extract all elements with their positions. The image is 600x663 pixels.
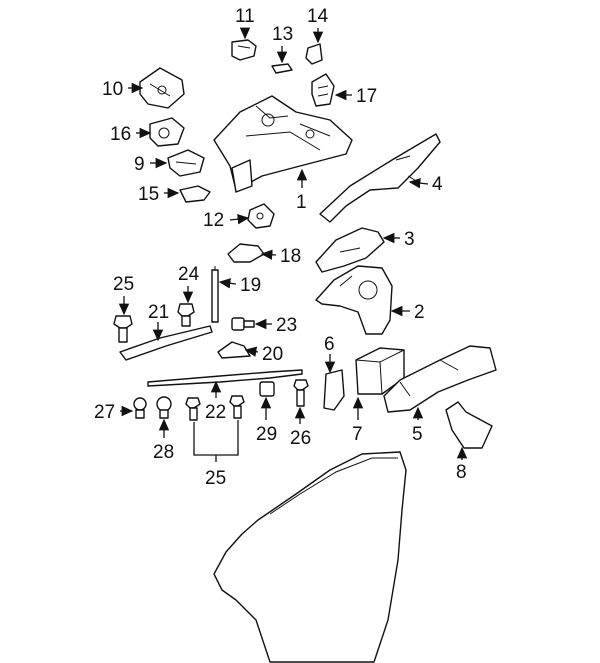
part-15-bracket: [179, 185, 211, 203]
callout-22: 22: [205, 402, 226, 423]
callout-7: 7: [352, 424, 363, 445]
fender-outline: [213, 451, 407, 663]
part-5-lower-rail: [383, 345, 497, 413]
part-7-crash-box: [355, 347, 405, 395]
callout-8: 8: [456, 462, 467, 483]
part-27-bolt: [133, 397, 147, 419]
callout-25-bottom: 25: [205, 468, 226, 489]
callout-2: 2: [414, 302, 425, 323]
part-29-clip: [259, 381, 275, 397]
callout-11: 11: [235, 6, 255, 27]
part-11-bracket: [231, 39, 257, 61]
callout-27: 27: [94, 402, 115, 423]
part-28-nut: [156, 396, 172, 419]
part-19-rod: [211, 266, 219, 323]
callout-12: 12: [203, 210, 224, 231]
part-14-clip: [305, 43, 323, 65]
part-8-extension: [445, 401, 493, 449]
callout-20: 20: [262, 344, 283, 365]
part-2-wheelhouse: [315, 265, 393, 335]
part-16-bracket: [149, 117, 185, 147]
callout-10: 10: [102, 79, 123, 100]
callout-4: 4: [432, 174, 443, 195]
callout-23: 23: [276, 315, 297, 336]
callout-1: 1: [296, 192, 307, 213]
callout-16: 16: [110, 124, 131, 145]
leader-lines: [118, 27, 468, 462]
callout-25-top: 25: [113, 274, 134, 295]
part-6-bracket: [323, 369, 345, 411]
part-25-bolt-mid: [185, 397, 201, 421]
part-17-bracket: [311, 73, 335, 107]
part-10-plate: [139, 67, 185, 109]
part-20-bracket: [217, 341, 251, 359]
part-25-bolt-right: [229, 395, 245, 419]
callout-labels: 11 13 14 17 10 16 9 15 12 1 4 3 2 6 7 5 …: [94, 6, 467, 489]
callout-29: 29: [256, 424, 277, 445]
callout-28: 28: [153, 442, 174, 463]
callout-13: 13: [272, 24, 293, 45]
part-22-strip: [147, 369, 303, 387]
part-9-bracket: [167, 149, 205, 177]
part-18-bracket: [227, 243, 265, 263]
part-3-apron: [315, 227, 385, 273]
callout-19: 19: [240, 275, 261, 296]
part-13-block: [271, 63, 293, 74]
part-23-bolt: [231, 317, 255, 331]
callout-3: 3: [404, 229, 415, 250]
part-25-bolt-left: [113, 315, 133, 343]
callout-14: 14: [307, 6, 329, 27]
part-26-bolt: [293, 379, 309, 407]
callout-6: 6: [324, 334, 335, 355]
callout-9: 9: [134, 154, 145, 175]
callout-15: 15: [138, 184, 159, 205]
callout-18: 18: [280, 246, 301, 267]
callout-24: 24: [178, 264, 200, 285]
callout-5: 5: [412, 424, 423, 445]
part-1-rail-assembly: [213, 95, 353, 193]
part-12-mount: [247, 203, 275, 229]
part-24-bolt: [177, 303, 195, 327]
callout-21: 21: [148, 302, 169, 323]
part-21-seal: [119, 325, 213, 361]
callout-17: 17: [356, 86, 377, 107]
callout-26: 26: [290, 428, 311, 449]
